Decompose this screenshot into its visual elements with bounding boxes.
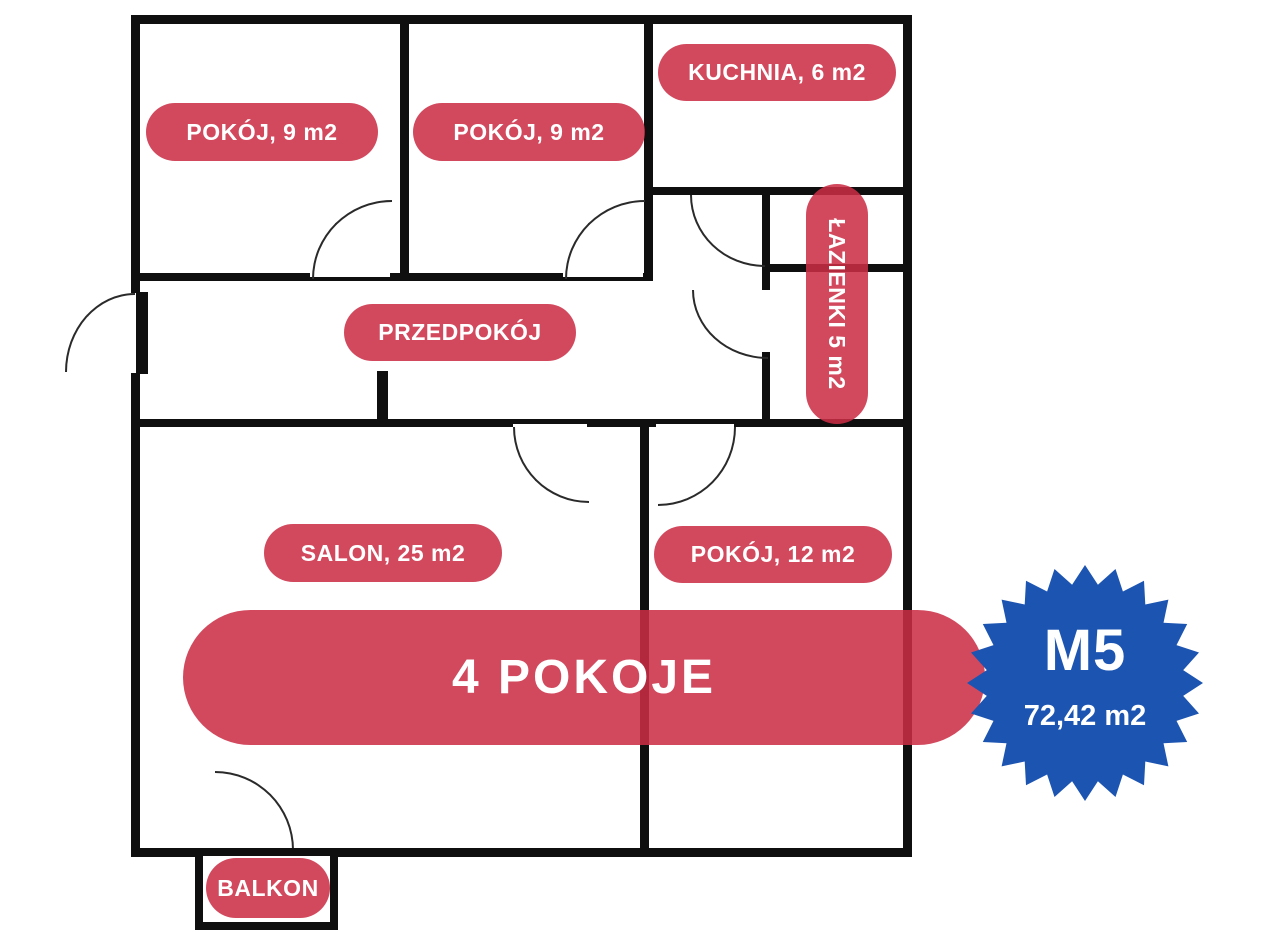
- room-label-pokoj2: POKÓJ, 9 m2: [413, 103, 645, 161]
- rooms-count-banner: 4 POKOJE: [183, 610, 985, 745]
- area-badge: [965, 563, 1205, 803]
- door-arc-wc: [690, 195, 765, 267]
- wall-left-lower: [131, 373, 140, 857]
- wall-bath-left-upper: [762, 187, 770, 290]
- door-sill-salon: [513, 419, 587, 424]
- room-label-text: PRZEDPOKÓJ: [378, 319, 542, 345]
- door-sill-pokoj3: [656, 419, 734, 424]
- wall-right: [903, 15, 912, 857]
- room-label-salon: SALON, 25 m2: [264, 524, 502, 582]
- wall-bottom-left: [131, 848, 222, 857]
- door-arc-entrance: [65, 293, 135, 372]
- wall-divider-kitchen: [644, 24, 653, 281]
- rooms-count-banner-text: 4 POKOJE: [451, 651, 717, 704]
- door-arc-salon: [513, 427, 589, 503]
- door-sill-room2: [563, 277, 643, 281]
- wall-hall-bottom-c: [734, 419, 912, 427]
- wall-divider-rooms: [400, 24, 409, 277]
- wall-bath-left-lower: [762, 352, 770, 427]
- room-label-przedpokoj: PRZEDPOKÓJ: [344, 304, 576, 361]
- wall-left-upper: [131, 15, 140, 293]
- wall-rooms-bottom-b: [390, 273, 563, 281]
- room-label-text: KUCHNIA, 6 m2: [688, 59, 866, 85]
- door-arc-pokoj3: [658, 427, 736, 506]
- wall-rooms-bottom-c: [643, 273, 653, 281]
- wall-rooms-bottom-a: [131, 273, 310, 281]
- room-label-text: POKÓJ, 9 m2: [453, 118, 605, 145]
- room-label-kuchnia: KUCHNIA, 6 m2: [658, 44, 896, 101]
- room-label-text: POKÓJ, 12 m2: [690, 541, 856, 567]
- room-label-text: BALKON: [217, 874, 319, 901]
- door-arc-room1: [312, 200, 392, 279]
- starburst-icon: [967, 565, 1203, 801]
- badge-unit-code: M5: [1043, 618, 1127, 683]
- room-label-pokoj3: POKÓJ, 12 m2: [654, 526, 892, 583]
- room-label-pokoj1: POKÓJ, 9 m2: [146, 103, 378, 161]
- wall-hall-bottom-a: [131, 419, 513, 427]
- badge-total-area: 72,42 m2: [1023, 700, 1147, 732]
- room-label-balkon: BALKON: [206, 858, 330, 918]
- wall-bottom-right: [298, 848, 912, 857]
- room-label-text: ŁAZIENKI 5 m2: [824, 218, 851, 390]
- wall-kitchen-bottom: [644, 187, 912, 195]
- door-arc-bathroom: [692, 290, 768, 359]
- room-label-text: SALON, 25 m2: [300, 539, 466, 566]
- room-label-lazienki: ŁAZIENKI 5 m2: [806, 184, 868, 424]
- wall-hall-bottom-b: [587, 419, 656, 427]
- wall-top: [131, 15, 912, 24]
- room-label-text: POKÓJ, 9 m2: [186, 118, 338, 145]
- wall-hall-stub: [377, 371, 388, 423]
- entrance-door-leaf: [136, 292, 148, 374]
- door-arc-room2: [565, 200, 645, 279]
- door-sill-room1: [310, 277, 390, 281]
- door-arc-balkon: [215, 771, 294, 850]
